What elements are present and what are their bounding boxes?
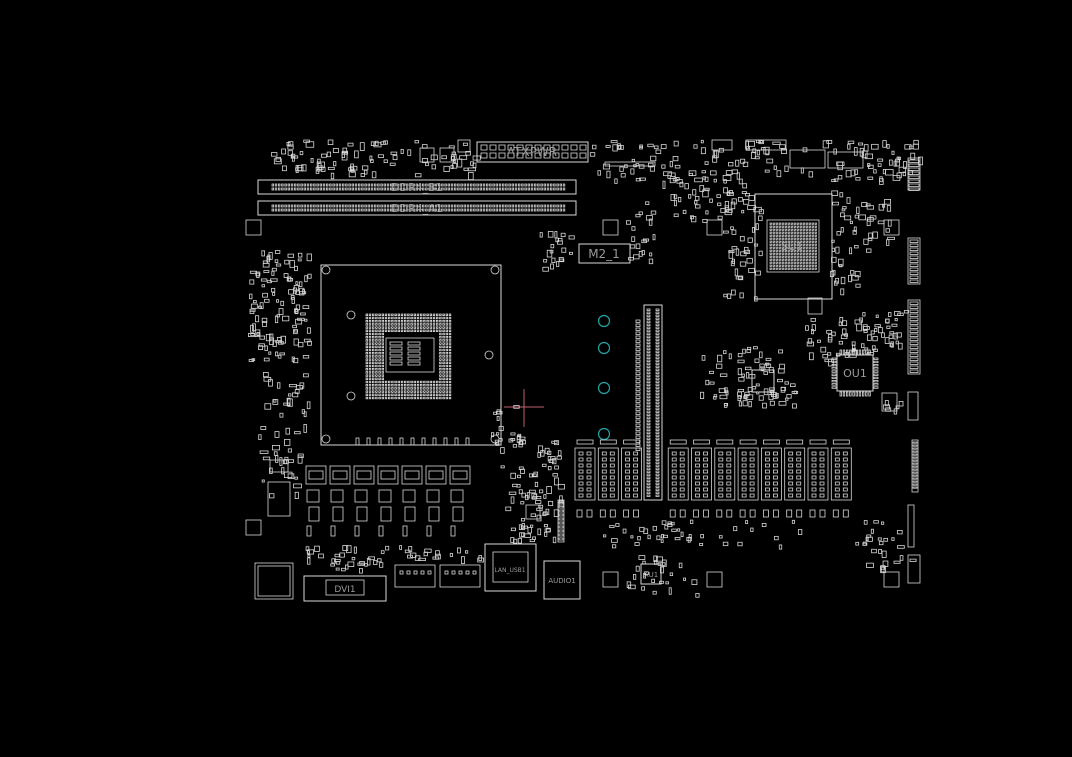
crosshair-cursor	[504, 389, 544, 427]
m2-slot[interactable]: M2_1	[578, 243, 631, 264]
audio-jack-label: AUDIO1	[548, 577, 575, 585]
lan-usb-connector[interactable]: LAN_USB1	[484, 543, 537, 592]
pch-chip[interactable]: SU1	[754, 193, 833, 300]
superio-label: OU1	[843, 367, 867, 380]
dimm-slot-b1[interactable]: DDR4_B1	[257, 179, 577, 195]
pch-label: SU1	[781, 240, 803, 253]
atx-power-label: ATXPWR	[507, 145, 557, 159]
dvi-label: DVI1	[334, 585, 355, 595]
small-components	[245, 139, 923, 600]
dimm-slot-a1-label: DDR4_A1	[391, 202, 443, 215]
dvi-connector[interactable]: DVI1	[303, 575, 387, 602]
audio-jack[interactable]: AUDIO1	[543, 560, 581, 600]
superio-chip[interactable]: OU1	[831, 349, 879, 397]
cpu-socket[interactable]	[320, 264, 502, 446]
mounting-vias	[597, 314, 611, 441]
pcie-slot[interactable]	[643, 304, 663, 501]
audio-codec[interactable]: AU1	[640, 563, 662, 585]
lan-label: LAN_USB1	[494, 567, 525, 574]
m2-slot-label: M2_1	[588, 247, 620, 261]
atx-power-connector[interactable]: ATXPWR	[476, 141, 589, 163]
audio-codec-label: AU1	[644, 571, 658, 579]
dimm-slot-a1[interactable]: DDR4_A1	[257, 200, 577, 216]
dimm-slot-b1-label: DDR4_B1	[391, 181, 443, 194]
